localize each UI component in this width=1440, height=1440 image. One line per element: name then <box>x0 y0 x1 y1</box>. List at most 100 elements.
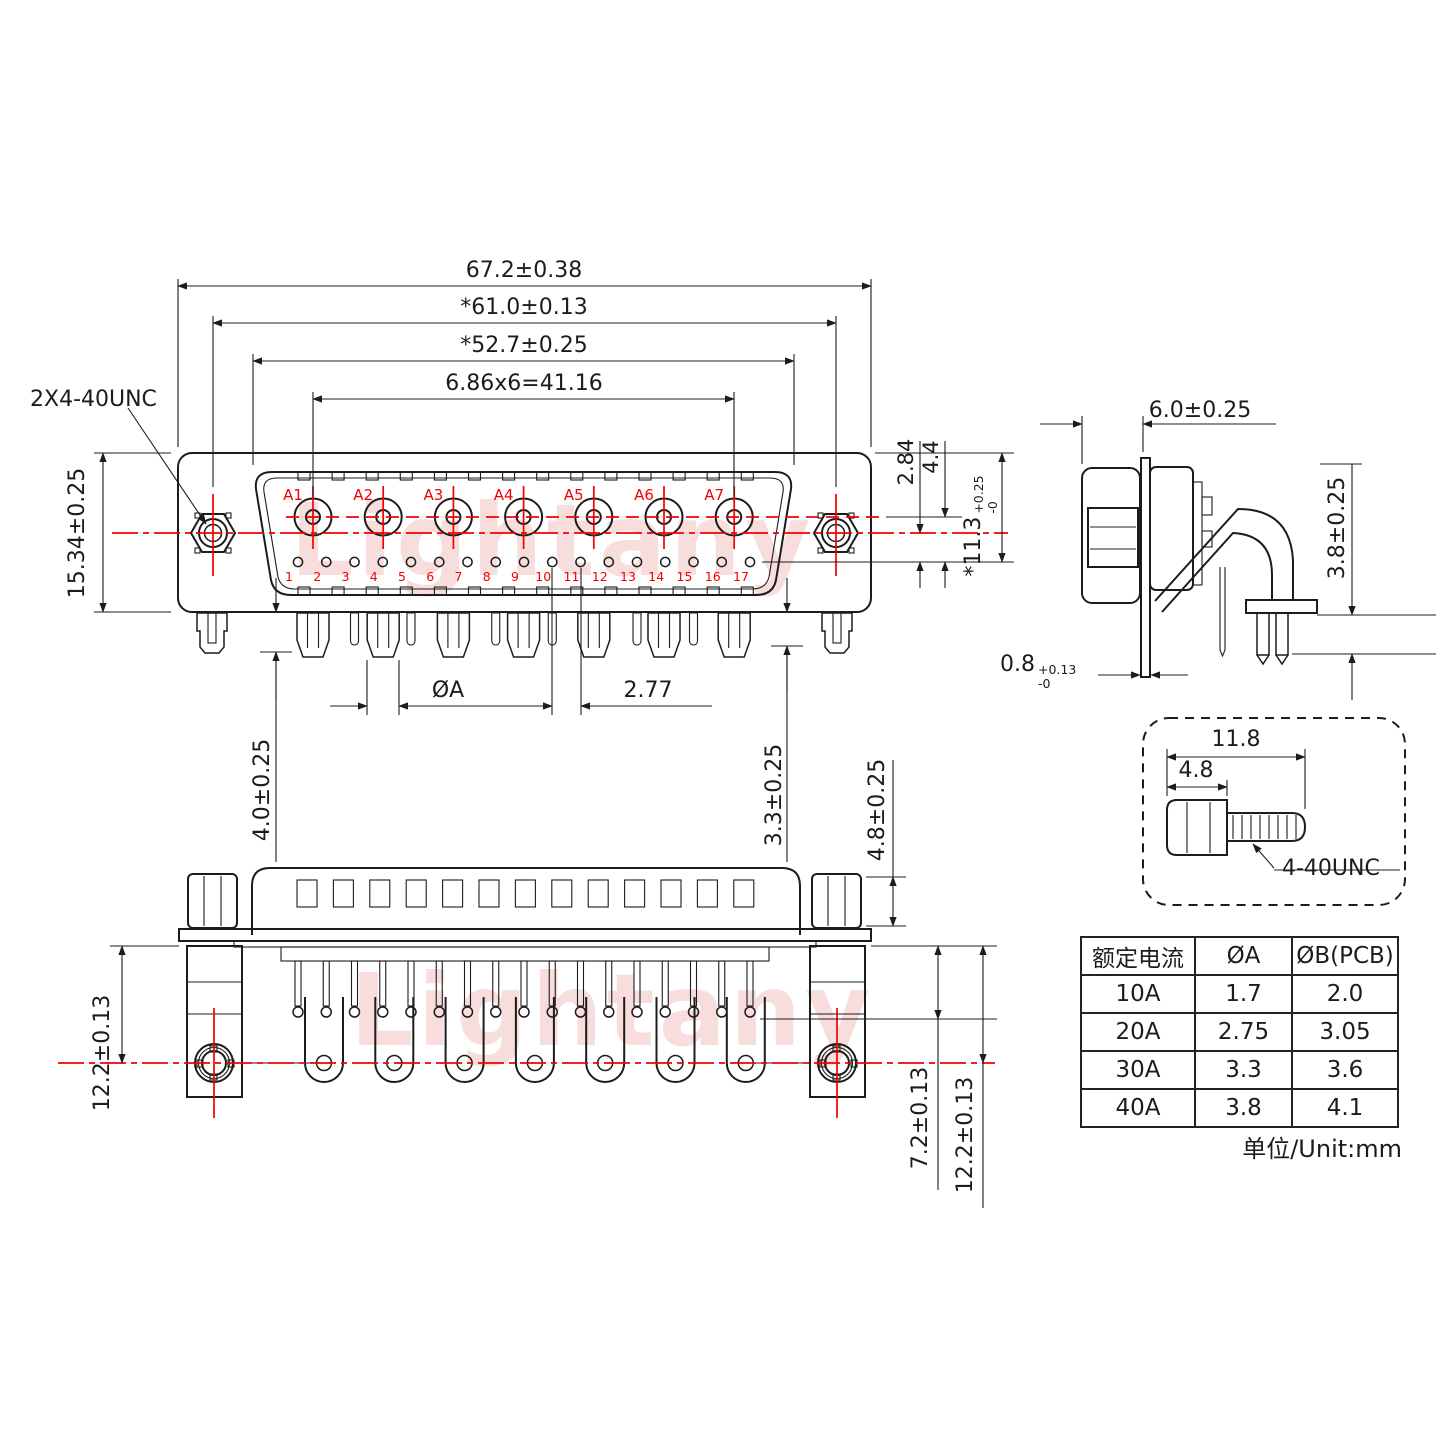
rear-pin-end <box>518 1006 530 1018</box>
signal-pin <box>349 556 360 568</box>
polarization-tick <box>604 471 618 481</box>
polarization-tick <box>706 586 720 596</box>
signal-pin <box>518 556 530 568</box>
rear-pin-end <box>348 1006 361 1018</box>
pin-number: 1 <box>285 569 293 584</box>
signal-pin <box>659 556 671 568</box>
polarization-tick <box>740 471 754 481</box>
pin-number: 14 <box>648 569 664 584</box>
rear-pin <box>661 960 669 1007</box>
cell-dia-b: 4.1 <box>1291 1088 1399 1128</box>
pin-number: 15 <box>677 569 693 584</box>
coax-tail <box>577 612 611 658</box>
rect-shape <box>194 547 201 554</box>
rear-pin <box>548 960 556 1007</box>
solder-cup <box>655 997 696 1083</box>
side-jackscrew <box>1087 507 1139 568</box>
polarization-tick <box>433 471 447 481</box>
polarization-tick <box>433 586 447 596</box>
pin-number: 8 <box>483 569 491 584</box>
pin-number: 9 <box>511 569 519 584</box>
dim-row-span: 4.4 <box>919 440 943 474</box>
signal-pin <box>292 556 304 568</box>
coax-tail <box>296 612 330 658</box>
rect-shape <box>225 547 232 554</box>
line-shape <box>127 407 207 525</box>
rear-pin <box>407 960 415 1007</box>
polarization-tick <box>570 471 584 481</box>
pin-tail <box>406 612 416 646</box>
rear-pin <box>718 960 726 1007</box>
front-solder-tails <box>296 612 751 658</box>
solder-cup <box>444 997 485 1083</box>
dim-screw-length: 11.8 <box>1211 727 1261 752</box>
cell-dia-a: 1.7 <box>1194 974 1293 1014</box>
front-shroud-ticks <box>297 471 754 596</box>
polarization-tick <box>331 586 345 596</box>
label-jackscrew-thread: 2X4-40UNC <box>30 387 157 412</box>
rear-solder-cups <box>304 997 766 1083</box>
polarization-tick <box>297 471 311 481</box>
dim-pin-row-base: *11.3 <box>961 516 986 577</box>
rear-pin <box>463 960 472 1007</box>
rear-pin-end <box>546 1006 558 1018</box>
table-row: 30A 3.3 3.6 <box>1080 1050 1399 1090</box>
mounting-peg-left <box>196 612 228 654</box>
signal-pin <box>462 556 473 568</box>
mounting-peg-right <box>821 612 853 654</box>
rear-pin-end <box>659 1006 671 1018</box>
coax-label: A3 <box>423 486 443 504</box>
rear-flange-plate <box>178 928 872 942</box>
rear-pin-end <box>631 1006 643 1018</box>
side-bracket-outer <box>1154 507 1294 602</box>
coax-label: A4 <box>494 486 514 504</box>
pin-number: 13 <box>620 569 636 584</box>
signal-pin <box>631 556 643 568</box>
table-header-row: 额定电流 ØA ØB(PCB) <box>1080 936 1399 976</box>
coax-tail <box>366 612 400 658</box>
unit-note: 单位/Unit:mm <box>1242 1135 1402 1163</box>
cell-dia-a: 3.8 <box>1194 1088 1293 1128</box>
header-rated-current: 额定电流 <box>1080 936 1196 976</box>
signal-pin <box>603 556 615 568</box>
rear-pin <box>746 960 754 1007</box>
cell-dia-b: 3.6 <box>1291 1050 1399 1090</box>
rect-shape <box>817 547 824 554</box>
dim-pin-row: *11.3+0.25-0 <box>961 451 1000 601</box>
pin-tail <box>349 612 360 646</box>
path-shape <box>1256 654 1289 666</box>
polarization-tick <box>331 471 345 481</box>
header-dia-a: ØA <box>1194 936 1293 976</box>
dim-nut-height: 4.8±0.25 <box>865 758 890 862</box>
housing-slot <box>624 879 646 908</box>
dim-width-shroud: *52.7±0.25 <box>460 333 588 358</box>
polarization-tick <box>638 586 652 596</box>
solder-cup <box>725 997 766 1083</box>
side-flange-plate <box>1140 457 1151 678</box>
dim-height: 15.34±0.25 <box>65 467 90 599</box>
coax-label: A1 <box>283 486 303 504</box>
solder-cup <box>304 997 344 1083</box>
housing-slot <box>551 879 573 908</box>
pin-number: 7 <box>455 569 463 584</box>
rear-pin <box>605 960 613 1007</box>
rect-shape <box>1201 496 1213 516</box>
rear-pin <box>435 960 443 1007</box>
housing-slot <box>332 879 354 908</box>
pin-number: 17 <box>733 569 749 584</box>
dim-width-mount: *61.0±0.13 <box>460 295 588 320</box>
label-screw-thread: 4-40UNC <box>1282 856 1380 881</box>
pin-number: 4 <box>370 569 378 584</box>
screw-head <box>1166 799 1228 856</box>
cell-current: 20A <box>1080 1012 1196 1052</box>
coax-label: A2 <box>353 486 373 504</box>
cell-dia-b: 2.0 <box>1291 974 1399 1014</box>
detail-frame <box>1142 717 1406 906</box>
solder-cup <box>585 997 626 1083</box>
coax-label: A6 <box>634 486 654 504</box>
polarization-tick <box>706 471 720 481</box>
rear-nut-left <box>187 873 238 929</box>
bottom-view-dimensions <box>110 760 997 1208</box>
